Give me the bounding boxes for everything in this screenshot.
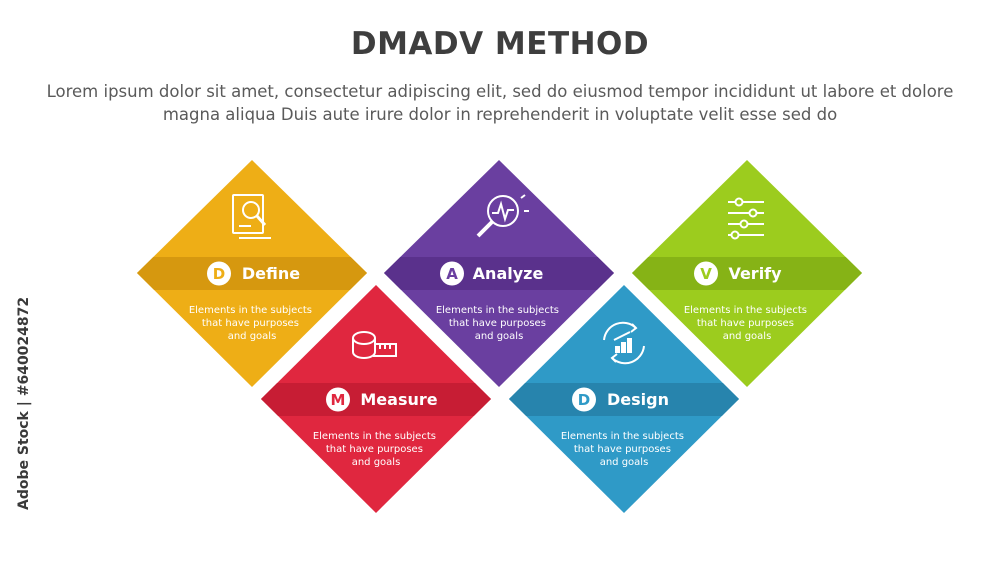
sliders-icon	[728, 197, 764, 240]
step-desc-line: and goals	[352, 457, 401, 468]
label-band	[137, 257, 367, 290]
label-band	[632, 257, 862, 290]
step-desc-line: that have purposes	[574, 444, 671, 455]
step-desc-line: and goals	[600, 457, 649, 468]
document-search-icon	[232, 194, 271, 239]
step-label: Design	[607, 390, 669, 409]
step-desc-line: Elements in the subjects	[561, 431, 684, 442]
step-label: Measure	[360, 390, 437, 409]
step-letter: D	[578, 391, 590, 409]
svg-text:Elements in the subjects: Elements in the subjects that have purpo…	[189, 305, 315, 342]
step-letter: A	[446, 265, 458, 283]
svg-text:Elements in the subjects: Elements in the subjects that have purpo…	[561, 431, 687, 468]
step-letter: V	[700, 265, 712, 283]
step-desc-line: Elements in the subjects	[436, 305, 559, 316]
cycle-growth-icon	[603, 321, 645, 365]
step-measure: M Measure Elements in the subjects that …	[261, 285, 491, 513]
step-define: D Define Elements in the subjects that h…	[137, 160, 367, 387]
label-band	[384, 257, 614, 290]
step-desc-line: that have purposes	[326, 444, 423, 455]
label-band	[509, 383, 739, 416]
step-desc-line: Elements in the subjects	[313, 431, 436, 442]
svg-text:Elements in the subjects: Elements in the subjects that have purpo…	[313, 431, 439, 468]
page-subtitle: Lorem ipsum dolor sit amet, consectetur …	[46, 82, 954, 124]
step-verify: V Verify Elements in the subjects that h…	[632, 160, 862, 387]
svg-text:Elements in the subjects: Elements in the subjects that have purpo…	[684, 305, 810, 342]
magnifier-chart-icon	[476, 194, 529, 238]
step-label: Define	[242, 264, 300, 283]
step-label: Analyze	[473, 264, 544, 283]
step-desc-line: that have purposes	[697, 318, 794, 329]
step-desc-line: Elements in the subjects	[189, 305, 312, 316]
step-desc-line: and goals	[475, 331, 524, 342]
step-desc-line: that have purposes	[202, 318, 299, 329]
step-letter: M	[331, 391, 346, 409]
step-label: Verify	[728, 264, 782, 283]
label-band	[261, 383, 491, 416]
step-desc-line: and goals	[228, 331, 277, 342]
svg-text:Elements in the subjects: Elements in the subjects that have purpo…	[436, 305, 562, 342]
step-desc-line: that have purposes	[449, 318, 546, 329]
watermark-label: Adobe Stock | #640024872	[16, 296, 32, 510]
step-analyze: A Analyze Elements in the subjects that …	[384, 160, 614, 387]
step-letter: D	[213, 265, 225, 283]
tape-measure-icon	[352, 331, 397, 359]
page-title: DMADV METHOD	[350, 26, 650, 62]
step-design: D Design Elements in the subjects that h…	[509, 285, 739, 513]
step-desc-line: Elements in the subjects	[684, 305, 807, 316]
step-desc-line: and goals	[723, 331, 772, 342]
